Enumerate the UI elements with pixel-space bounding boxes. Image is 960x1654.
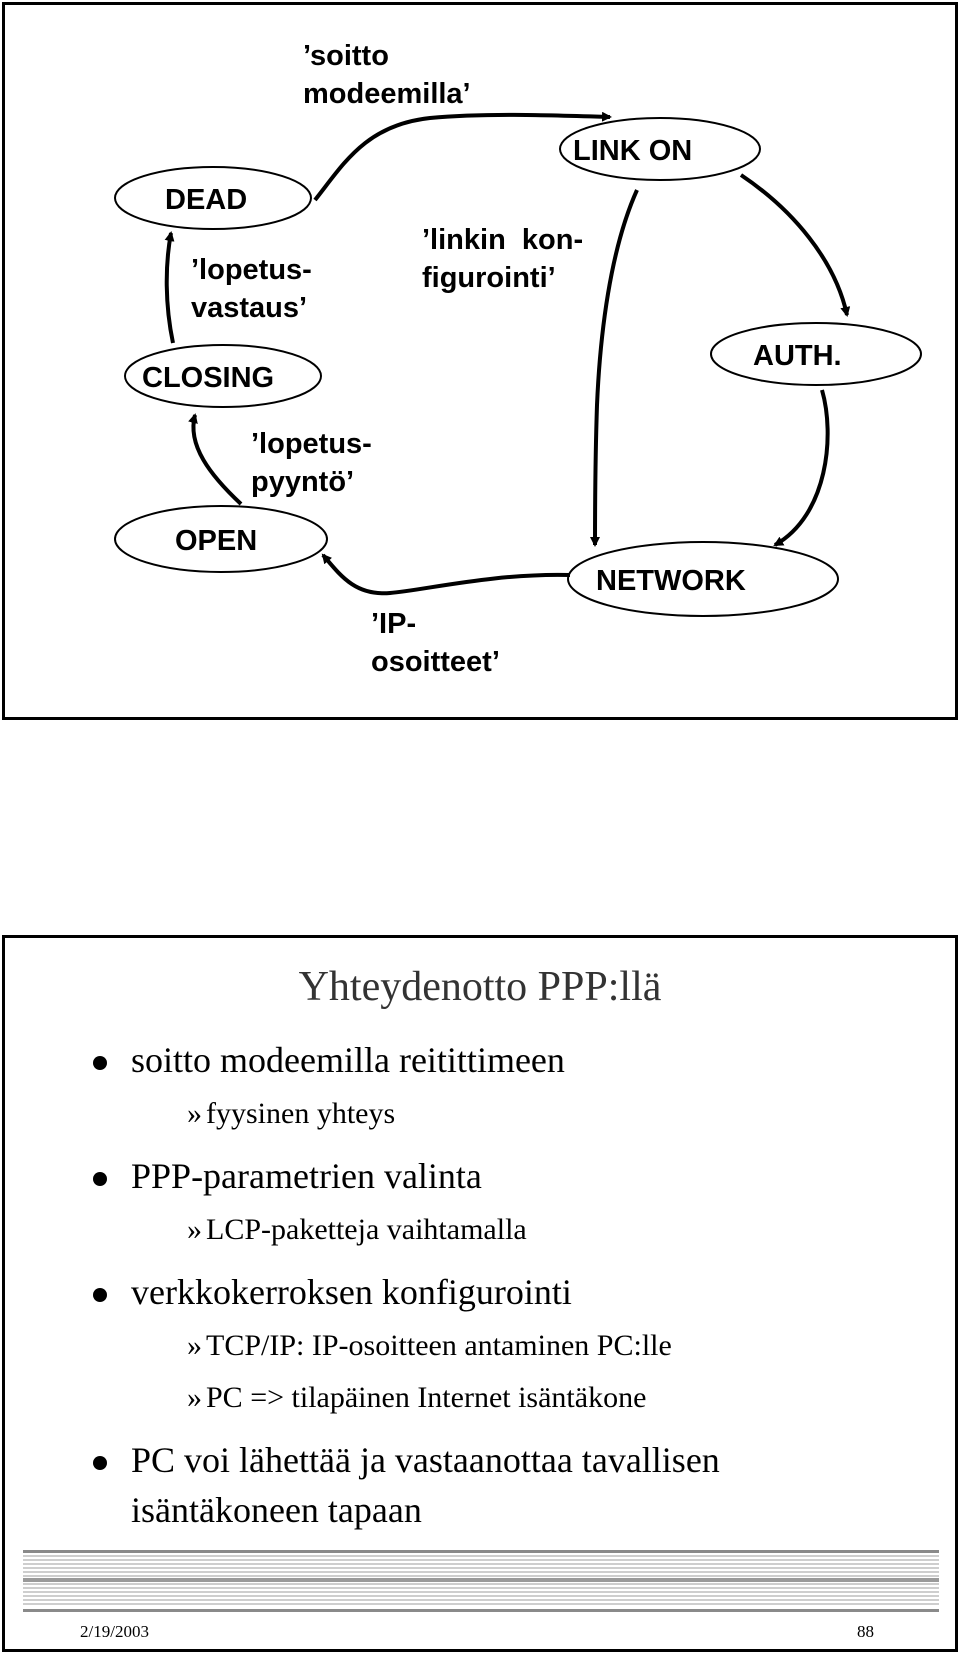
arrow-closing-to-dead	[164, 231, 175, 344]
state-open-label: OPEN	[175, 525, 257, 557]
state-link-on: LINK ON	[559, 117, 761, 181]
state-network-label: NETWORK	[596, 565, 746, 597]
footer-page-number: 88	[857, 1622, 874, 1641]
bullet-4-text-line2: isäntäkoneen tapaan	[131, 1490, 422, 1530]
bullet-1-text: soitto modeemilla reitittimeen	[131, 1040, 565, 1080]
sub-bullet-1-1: »fyysinen yhteys	[187, 1094, 395, 1134]
state-link-on-label: LINK ON	[573, 135, 692, 167]
label-ip-addresses: ’IP- osoitteet’	[371, 608, 500, 678]
state-auth: AUTH.	[710, 322, 922, 386]
diagram-slide: DEAD LINK ON AUTH. CLOSING OPEN NETWORK	[2, 2, 958, 720]
bullet-3-text: verkkokerroksen konfigurointi	[131, 1272, 572, 1312]
footer-date: 2/19/2003	[80, 1622, 149, 1641]
arrow-link-on-to-auth	[739, 173, 851, 317]
bullet-dot-icon	[93, 1288, 107, 1302]
sub-bullet-3-1-text: TCP/IP: IP-osoitteen antaminen PC:lle	[206, 1329, 672, 1362]
bullet-dot-icon	[93, 1172, 107, 1186]
sub-bullet-marker: »	[187, 1381, 202, 1414]
sub-bullet-marker: »	[187, 1329, 202, 1362]
arrow-auth-to-network	[773, 389, 830, 547]
bullet-4-text: PC voi lähettää ja vastaanottaa tavallis…	[131, 1440, 720, 1480]
state-closing: CLOSING	[124, 344, 322, 408]
arrow-open-to-closing	[188, 413, 243, 506]
arrow-link-on-to-network	[590, 189, 639, 547]
label-link-config: ’linkin kon- figurointi’	[422, 224, 584, 294]
bullet-dot-icon	[93, 1456, 107, 1470]
label-dial: ’soitto modeemilla’	[303, 40, 471, 110]
sub-bullet-2-1-text: LCP-paketteja vaihtamalla	[206, 1213, 527, 1246]
arrow-dead-to-link-on	[313, 111, 612, 202]
state-auth-label: AUTH.	[753, 340, 842, 372]
label-close-request: ’lopetus- pyyntö’	[251, 428, 372, 498]
state-closing-label: CLOSING	[142, 362, 274, 394]
slide-title: Yhteydenotto PPP:llä	[298, 964, 662, 1010]
sub-bullet-marker: »	[187, 1097, 202, 1130]
sub-bullet-2-1: »LCP-paketteja vaihtamalla	[187, 1210, 527, 1250]
state-diagram: DEAD LINK ON AUTH. CLOSING OPEN NETWORK	[114, 111, 922, 617]
bullet-dot-icon	[93, 1056, 107, 1070]
sub-bullet-3-2-text: PC => tilapäinen Internet isäntäkone	[206, 1381, 647, 1414]
text-slide: Yhteydenotto PPP:llä soitto modeemilla r…	[2, 935, 958, 1652]
arrow-network-to-open	[321, 553, 571, 596]
bullet-2-text: PPP-parametrien valinta	[131, 1156, 482, 1196]
sub-bullet-3-1: »TCP/IP: IP-osoitteen antaminen PC:lle	[187, 1326, 672, 1366]
state-network: NETWORK	[567, 541, 839, 617]
state-dead: DEAD	[114, 166, 312, 230]
state-dead-label: DEAD	[165, 184, 247, 216]
state-open: OPEN	[114, 505, 328, 573]
sub-bullet-1-1-text: fyysinen yhteys	[206, 1097, 396, 1130]
sub-bullet-3-2: »PC => tilapäinen Internet isäntäkone	[187, 1378, 646, 1418]
sub-bullet-marker: »	[187, 1213, 202, 1246]
footer-decoration	[23, 1550, 939, 1612]
label-close-reply: ’lopetus- vastaus’	[191, 254, 312, 324]
